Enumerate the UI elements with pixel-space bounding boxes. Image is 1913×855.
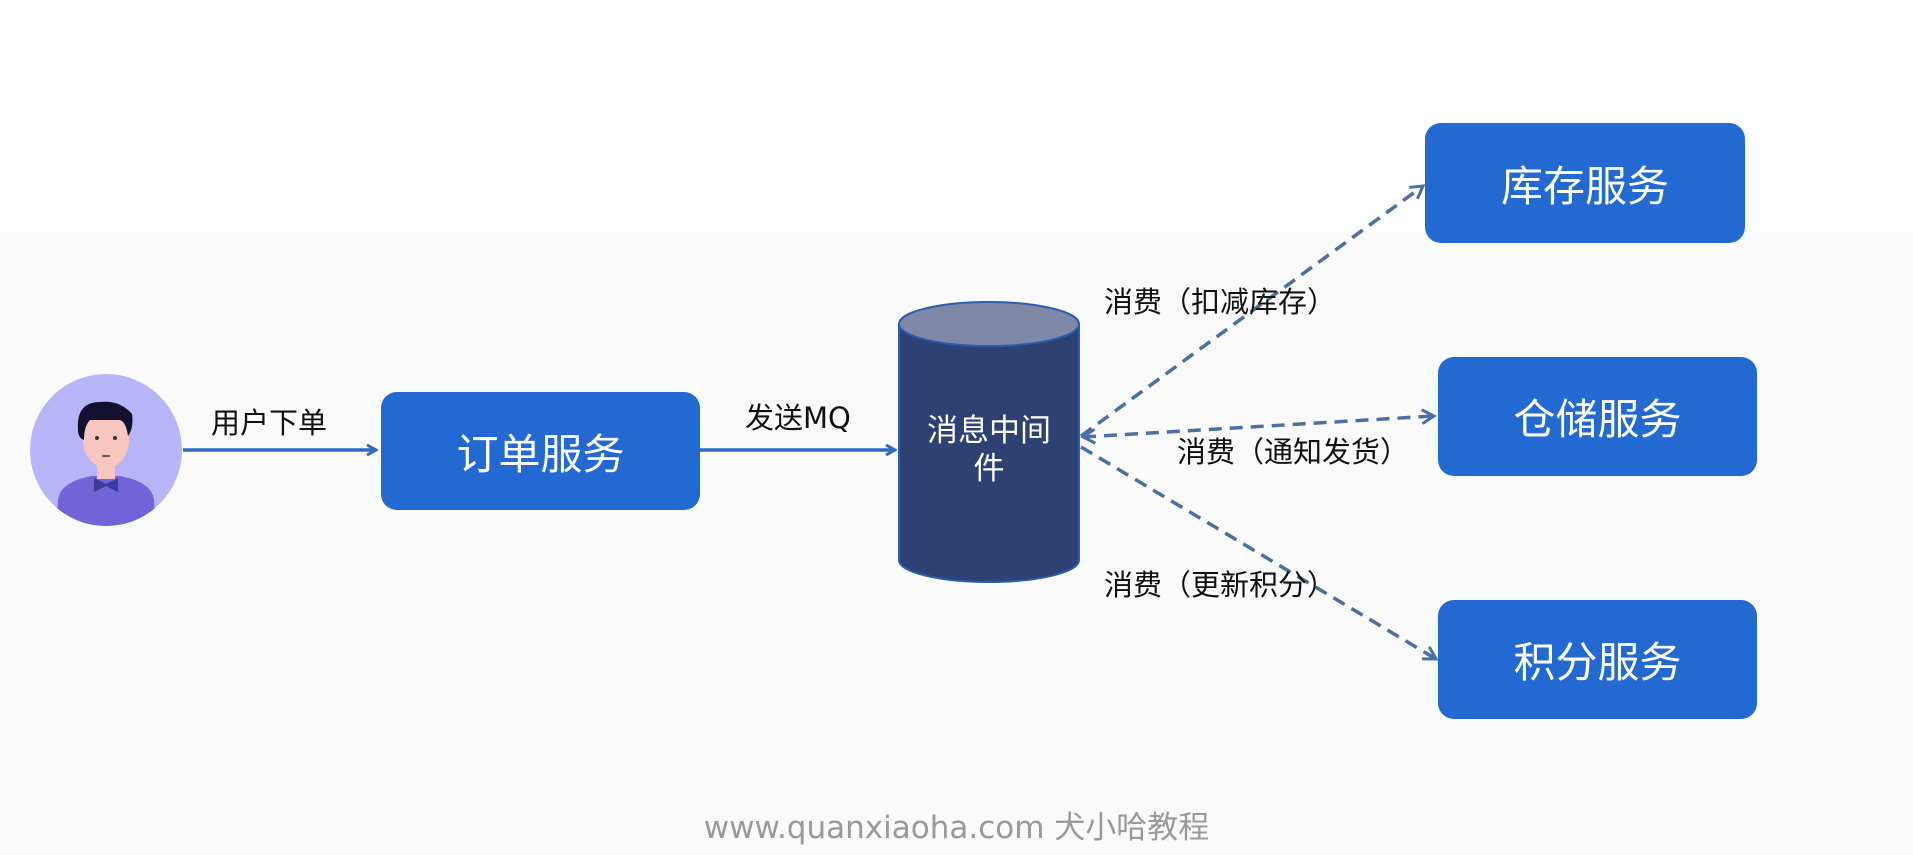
user-avatar bbox=[30, 374, 182, 526]
message-queue-cylinder bbox=[898, 301, 1080, 583]
middleware-line2: 件 bbox=[973, 451, 1005, 487]
points-service-box: 积分服务 bbox=[1438, 600, 1757, 719]
dashed-arrow-points bbox=[1080, 445, 1436, 659]
middleware-line1: 消息中间 bbox=[927, 413, 1051, 449]
watermark-footer: www.quanxiaoha.com 犬小哈教程 bbox=[703, 810, 1210, 846]
dashed-arrow-warehouse bbox=[1083, 416, 1434, 437]
consume-warehouse-label: 消费（通知发货） bbox=[1177, 435, 1410, 469]
user-order-label: 用户下单 bbox=[211, 406, 328, 440]
consume-points-label: 消费（更新积分） bbox=[1104, 568, 1337, 602]
order-service-box: 订单服务 bbox=[381, 392, 700, 510]
message-middleware-label: 消息中间 件 bbox=[899, 412, 1079, 488]
dashed-arrow-inventory bbox=[1079, 186, 1423, 438]
inventory-service-box: 库存服务 bbox=[1425, 123, 1745, 243]
send-mq-label: 发送MQ bbox=[745, 401, 851, 435]
warehouse-service-box: 仓储服务 bbox=[1438, 357, 1757, 476]
consume-inventory-label: 消费（扣减库存） bbox=[1104, 285, 1337, 319]
